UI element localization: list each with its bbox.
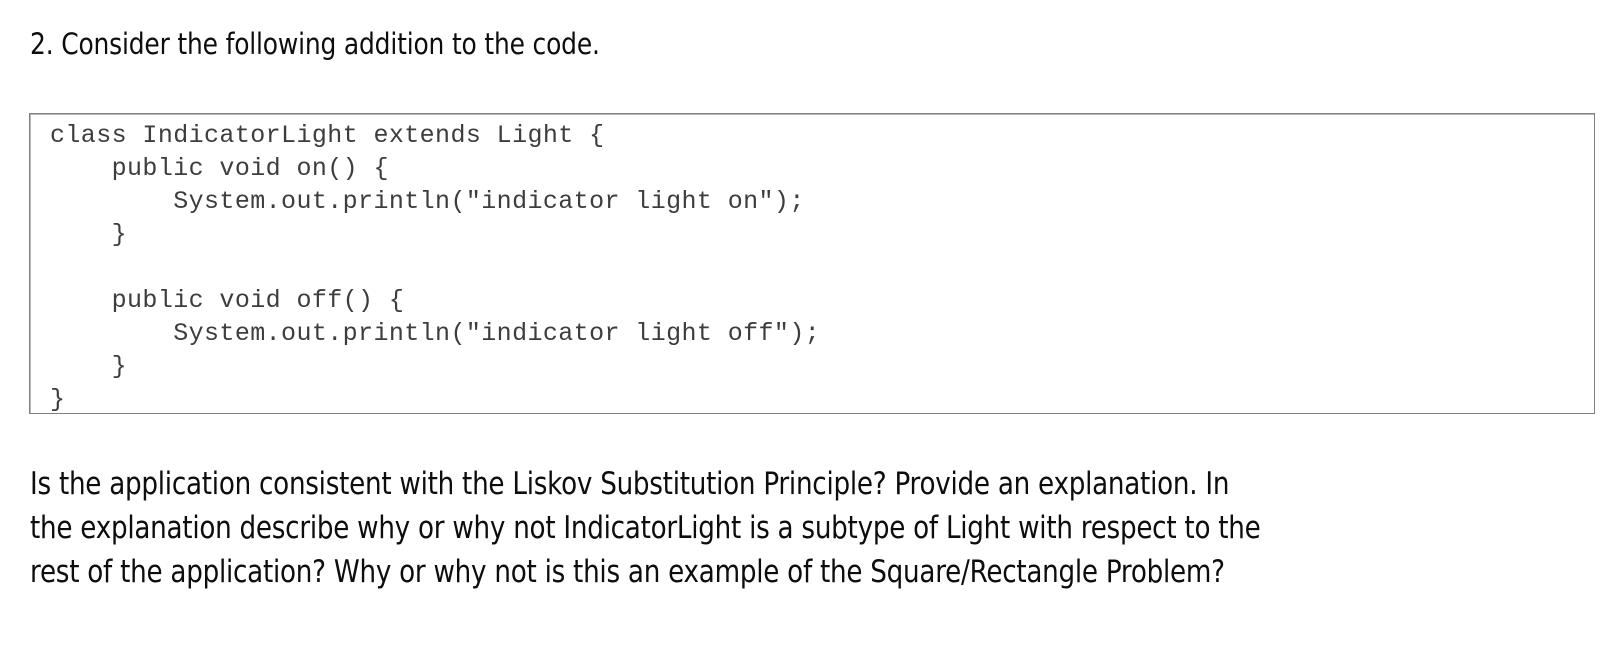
- code-line: }: [50, 385, 66, 414]
- code-line: public void on() {: [50, 154, 389, 183]
- code-block: class IndicatorLight extends Light { pub…: [29, 113, 1595, 414]
- code-line: }: [50, 352, 128, 381]
- question-paragraph: Is the application consistent with the L…: [30, 462, 1610, 594]
- code-line-blank: [50, 251, 820, 284]
- code-line: System.out.println("indicator light off"…: [50, 319, 821, 348]
- paragraph-line: rest of the application? Why or why not …: [30, 554, 1225, 590]
- code-listing: class IndicatorLight extends Light { pub…: [50, 119, 821, 414]
- code-line: class IndicatorLight extends Light {: [50, 121, 605, 150]
- paragraph-line: the explanation describe why or why not …: [30, 510, 1261, 546]
- code-line: }: [50, 220, 128, 249]
- question-heading: 2. Consider the following addition to th…: [30, 27, 600, 61]
- code-line: public void off() {: [50, 286, 405, 315]
- code-line: System.out.println("indicator light on")…: [50, 187, 805, 216]
- paragraph-line: Is the application consistent with the L…: [30, 466, 1230, 502]
